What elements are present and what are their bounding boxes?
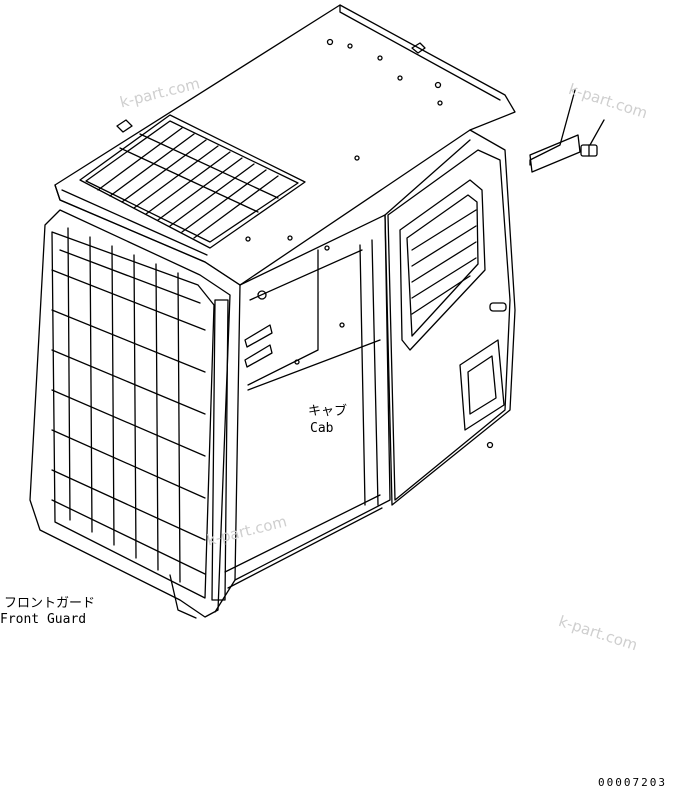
cab-label-jp: キャブ xyxy=(308,404,348,419)
cab-body xyxy=(211,129,516,613)
cab-label-en: Cab xyxy=(310,421,334,436)
front-guard-mesh xyxy=(29,209,231,619)
cab-roof xyxy=(54,4,516,286)
front-guard-label-en: Front Guard xyxy=(0,612,87,627)
bolt-washer-part xyxy=(529,89,605,173)
front-guard-label-jp: フロントガード xyxy=(4,596,96,611)
figure-code: 00007203 xyxy=(598,776,667,789)
